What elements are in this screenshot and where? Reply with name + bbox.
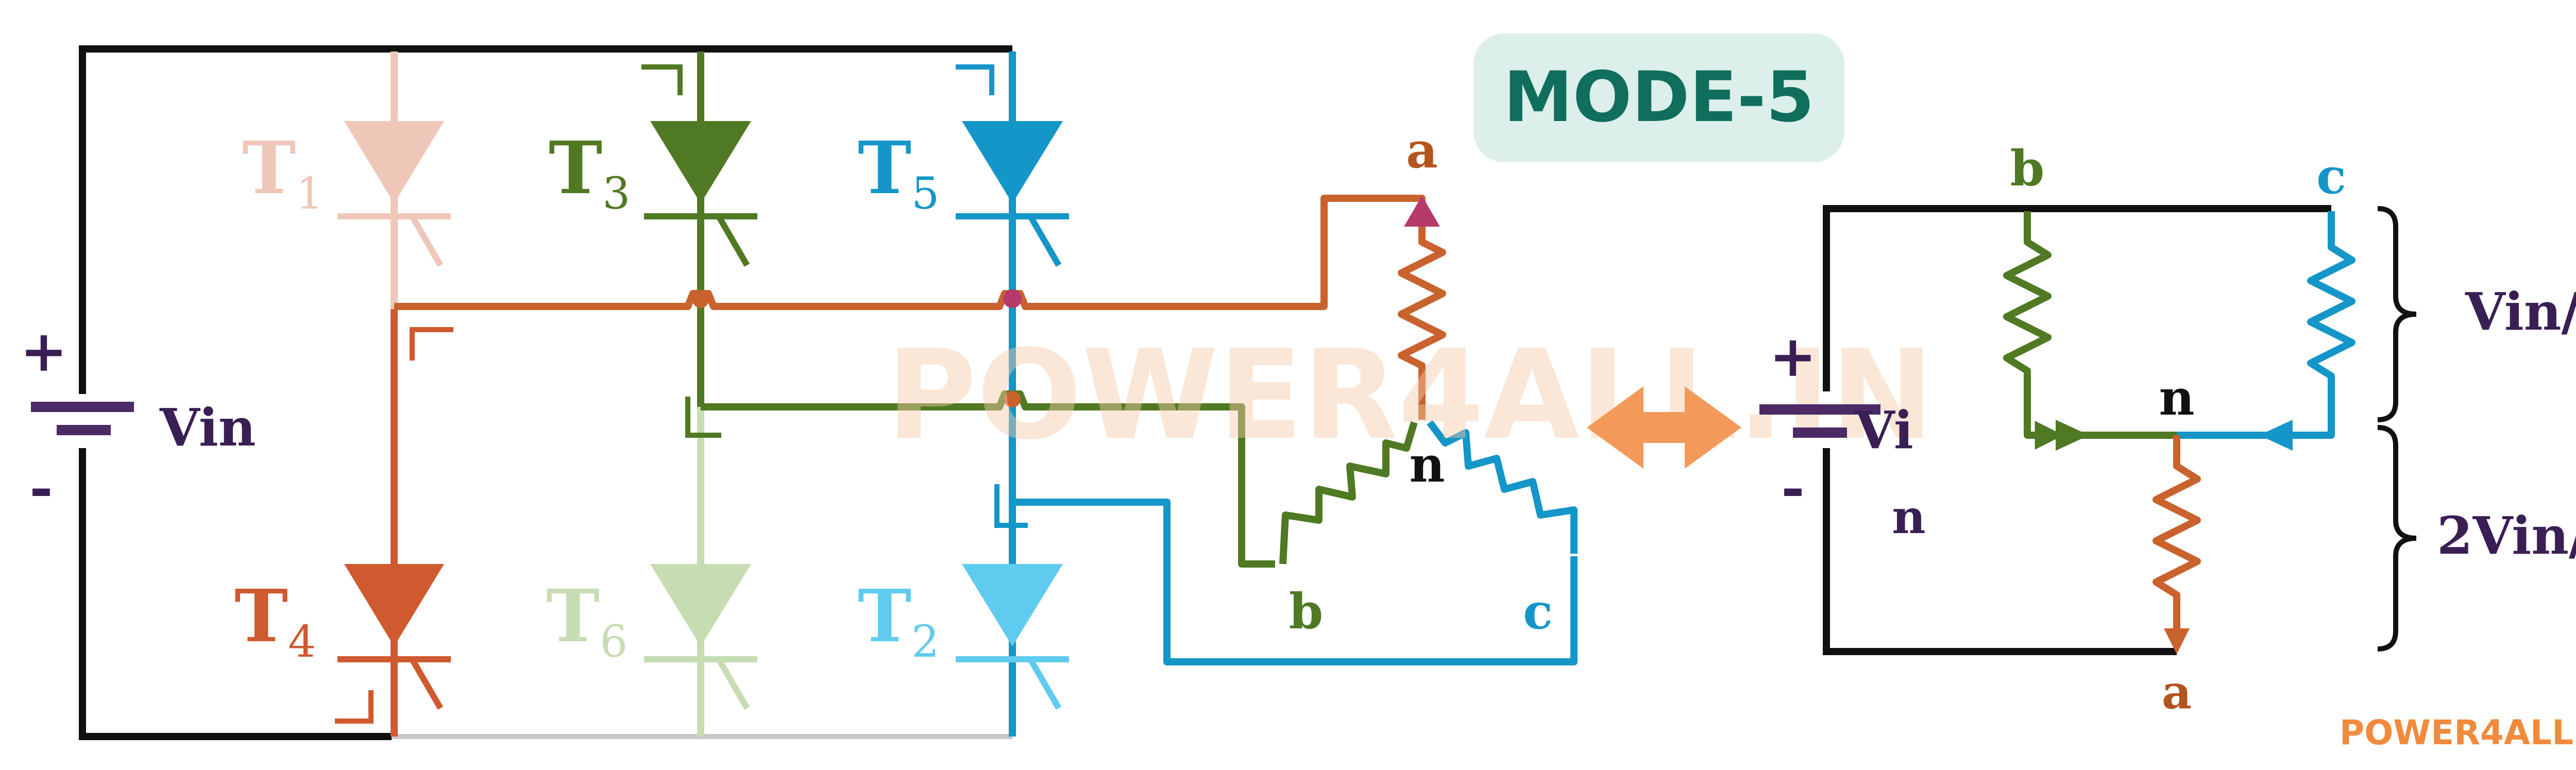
watermark: POWER4ALL.IN	[886, 323, 1934, 467]
t3-gate-arrow	[641, 64, 683, 95]
eq-node-c: c	[2316, 148, 2346, 205]
eq-node-b: b	[2010, 140, 2044, 197]
phase-b-wire	[701, 390, 1275, 568]
t6-thyristor	[650, 564, 751, 646]
load-node-n: n	[1409, 436, 1445, 493]
leg-1: T1 T4	[234, 52, 453, 737]
junction-b-t5	[1004, 391, 1021, 407]
eq-b-arrowhead	[2056, 420, 2089, 451]
t4-thyristor	[344, 564, 444, 646]
t3-gate	[644, 213, 757, 267]
t6-current-arrow	[685, 397, 721, 438]
voltage-upper: Vin/3	[2465, 281, 2576, 342]
brace-upper	[2377, 206, 2417, 422]
eq-node-a: a	[2162, 665, 2192, 720]
equivalent-frame-bottom	[1823, 448, 2177, 655]
t4-current-arrow	[410, 327, 453, 361]
eq-resistor-a	[2153, 435, 2201, 634]
voltage-lower: 2Vin/3	[2437, 505, 2576, 566]
brand-footer: POWER4ALL.IN	[2340, 713, 2576, 752]
load-node-c: c	[1523, 583, 1553, 640]
brace-lower	[2377, 425, 2417, 652]
eq-source-minus: -	[1781, 454, 1805, 521]
t1-gate	[337, 213, 451, 267]
phase-c-wire	[1012, 499, 1578, 665]
phase-wires	[394, 195, 1578, 665]
eq-node-n-left: n	[1892, 490, 1925, 544]
eq-resistor-c	[2177, 211, 2355, 439]
t2-label: T2	[858, 574, 939, 668]
eq-resistor-b	[2003, 211, 2061, 439]
t6-gate	[644, 656, 757, 710]
junction-a-t5	[1003, 289, 1022, 308]
top-rail	[79, 45, 1012, 394]
mode-title: MODE-5	[1503, 57, 1814, 138]
t4-label: T4	[234, 574, 316, 668]
source-minus: -	[29, 454, 53, 521]
dc-source	[79, 45, 1012, 740]
mode-badge: MODE-5	[1473, 33, 1844, 162]
t2-thyristor	[962, 564, 1063, 646]
resistor-b	[1279, 421, 1418, 564]
equivalent-circuit: + - Vi n a b c n Vin/3 2Vin/3	[1759, 140, 2576, 720]
bottom-rail	[79, 448, 392, 740]
t2-current-arrow	[994, 484, 1028, 528]
t6-label: T6	[546, 574, 628, 668]
t5-gate-arrow	[956, 64, 994, 95]
star-load	[1279, 196, 1578, 564]
t1-thyristor	[344, 121, 444, 203]
source-label: Vin	[159, 397, 256, 458]
load-node-a: a	[1406, 122, 1438, 179]
t5-label: T5	[858, 126, 939, 219]
phase-a-wire	[394, 195, 1426, 310]
t4-gate-arrow	[335, 690, 374, 724]
junction-a-t3	[692, 292, 709, 308]
load-node-b: b	[1289, 583, 1323, 640]
eq-a-arrowhead	[2164, 628, 2190, 654]
inverter-circuit: + - Vin T1 T4 T3	[20, 45, 1578, 740]
source-plus: +	[20, 318, 67, 384]
eq-source-label: Vi	[1854, 400, 1913, 460]
t3-thyristor	[650, 121, 751, 203]
equivalent-frame-top	[1823, 205, 2331, 391]
t1-label: T1	[242, 126, 324, 219]
phase-a-arrowhead	[1404, 196, 1440, 227]
t4-gate	[337, 656, 451, 710]
resistor-c	[1427, 420, 1578, 554]
t2-gate	[956, 656, 1069, 710]
t5-thyristor	[962, 121, 1063, 203]
eq-c-arrowhead	[2259, 420, 2293, 451]
t3-label: T3	[549, 126, 630, 219]
t5-gate	[956, 213, 1069, 267]
equivalence-arrow	[1587, 386, 1741, 469]
eq-node-n: n	[2159, 369, 2194, 426]
mode-badge-bg	[1473, 33, 1844, 162]
leg-2: T3 T6	[546, 52, 757, 737]
eq-source-plus: +	[1769, 323, 1817, 389]
resistor-a	[1398, 227, 1446, 420]
